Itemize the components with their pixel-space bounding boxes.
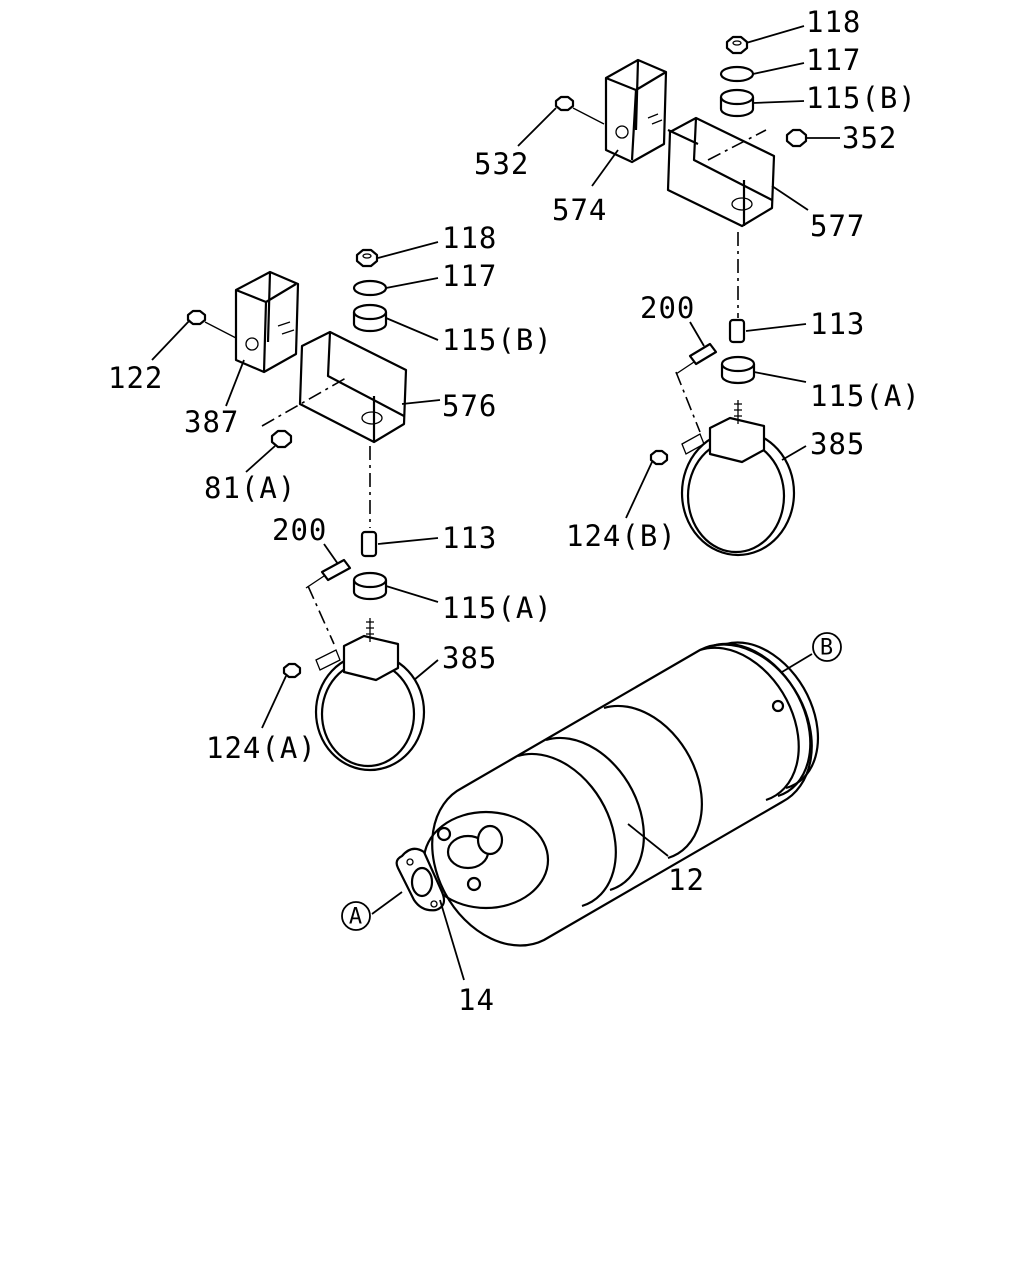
bolt-200-right [675, 342, 718, 433]
callout-r-577: 577 [810, 209, 865, 243]
band-clamp-385-right [680, 400, 796, 557]
bracket-576 [261, 330, 408, 444]
callout-r-117: 117 [806, 43, 861, 77]
callout-l-387: 387 [184, 405, 239, 439]
callout-muffler-12: 12 [668, 863, 705, 897]
callout-gasket-14: 14 [458, 983, 495, 1017]
bolt-200-left [305, 558, 352, 645]
nut-352 [785, 128, 808, 148]
connection-marker-b: B [812, 632, 842, 662]
callout-r-118: 118 [806, 5, 861, 39]
callout-l-115a: 115(A) [442, 591, 553, 625]
callout-labels: 118 117 115(B) 352 532 574 577 200 113 1… [108, 5, 921, 1017]
rubber-cushion-115b-left [352, 303, 388, 333]
leader-lines [151, 25, 840, 981]
rubber-cushion-115b-right [719, 88, 755, 118]
callout-r-124b: 124(B) [566, 519, 677, 553]
callout-r-352: 352 [842, 121, 897, 155]
pin-113-right [728, 318, 746, 344]
nut-118-right [725, 35, 749, 55]
callout-l-113: 113 [442, 521, 497, 555]
callout-l-115b: 115(B) [442, 323, 553, 357]
bracket-577 [666, 116, 776, 228]
callout-r-574: 574 [552, 193, 607, 227]
callout-r-385: 385 [810, 427, 865, 461]
washer-117-left [352, 279, 388, 297]
pin-113-left [360, 530, 378, 558]
connection-marker-a-label: A [349, 905, 363, 930]
gasket-14 [395, 847, 446, 912]
callout-r-532: 532 [474, 147, 529, 181]
callout-r-200: 200 [640, 291, 695, 325]
right-hanger-assembly [554, 35, 808, 557]
callout-l-124a: 124(A) [206, 731, 317, 765]
callout-r-113: 113 [810, 307, 865, 341]
band-clamp-385-left [314, 618, 426, 772]
nut-81a [270, 429, 293, 449]
connection-marker-b-label: B [820, 636, 834, 661]
nut-118-left [355, 248, 379, 268]
callout-l-200: 200 [272, 513, 327, 547]
connection-marker-a: A [341, 901, 371, 931]
callout-r-115a: 115(A) [810, 379, 921, 413]
callout-l-118: 118 [442, 221, 497, 255]
callout-l-122: 122 [108, 361, 163, 395]
callout-l-117: 117 [442, 259, 497, 293]
nut-532 [554, 95, 605, 125]
callout-l-576: 576 [442, 389, 497, 423]
callout-l-81a: 81(A) [204, 471, 296, 505]
nut-124a [282, 662, 302, 679]
left-hanger-assembly [186, 248, 426, 772]
washer-117-right [719, 65, 755, 83]
callout-l-385: 385 [442, 641, 497, 675]
bracket-574 [604, 58, 668, 164]
muffler-12 [422, 641, 819, 947]
rubber-cushion-115a-left [352, 571, 388, 601]
bracket-387 [234, 270, 300, 374]
callout-r-115b: 115(B) [806, 81, 917, 115]
nut-124b [649, 449, 669, 466]
rubber-cushion-115a-right [720, 355, 756, 385]
nut-122 [186, 309, 237, 339]
